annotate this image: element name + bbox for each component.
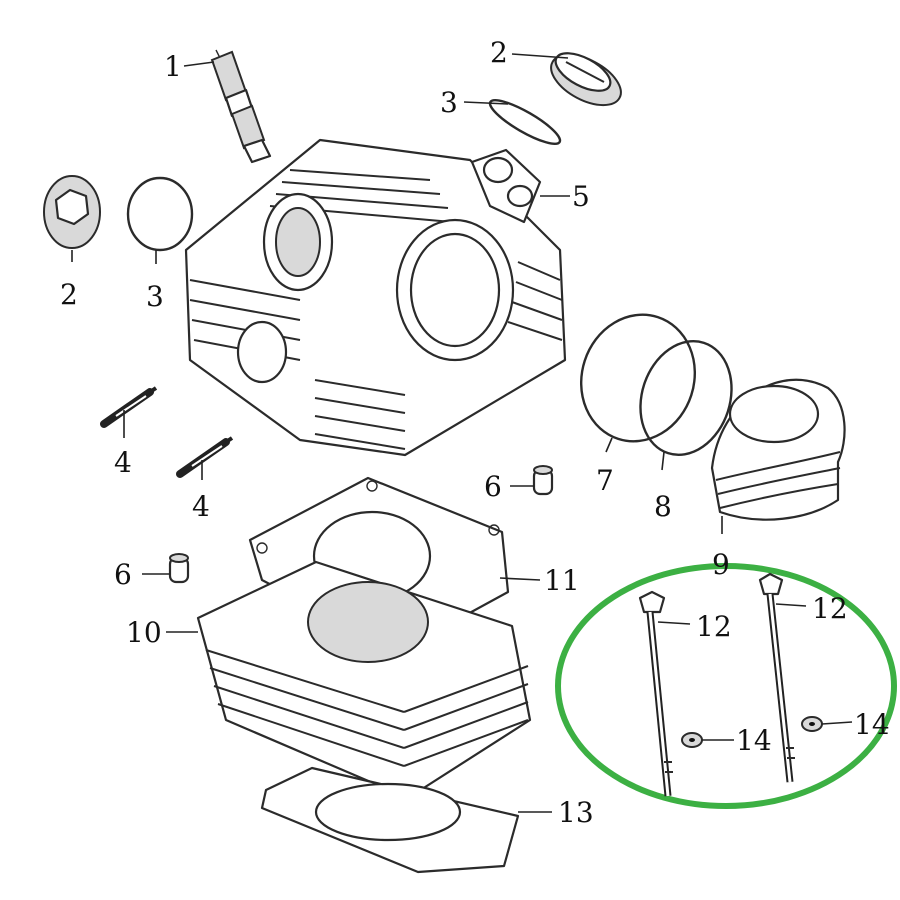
callout-side-cap: 2 xyxy=(60,278,78,311)
bolt-upper xyxy=(100,386,158,428)
callout-cylinder: 10 xyxy=(126,616,162,649)
dowel-right xyxy=(532,465,554,496)
callout-spark-plug: 1 xyxy=(164,50,182,83)
side-cap xyxy=(43,175,101,249)
washer-left xyxy=(681,732,703,748)
callout-washer-left: 14 xyxy=(736,724,772,757)
gasket-ring-8 xyxy=(639,339,733,457)
callout-gasket-ring-8: 8 xyxy=(654,490,672,523)
callout-bolt-lower: 4 xyxy=(192,490,210,523)
callout-gasket-ring-7: 7 xyxy=(596,464,614,497)
bolt-lower xyxy=(176,436,234,478)
callout-bolt-upper: 4 xyxy=(114,446,132,479)
top-ring xyxy=(488,99,562,145)
callout-head-gasket: 11 xyxy=(544,564,580,597)
stud-right xyxy=(758,572,795,783)
base-gasket xyxy=(260,766,520,874)
gasket-ring-7 xyxy=(579,313,697,443)
callout-washer-right: 14 xyxy=(854,708,890,741)
highlight-ellipse xyxy=(555,563,897,809)
cylinder-block xyxy=(196,560,532,800)
callout-rocker-bracket: 5 xyxy=(572,180,590,213)
callout-dowel-right: 6 xyxy=(484,470,502,503)
callout-top-ring: 3 xyxy=(440,86,458,119)
callout-side-ring: 3 xyxy=(146,280,164,313)
leader-lines xyxy=(71,53,853,813)
spark-plug xyxy=(210,49,272,164)
side-cover xyxy=(710,378,846,521)
callout-stud-right: 12 xyxy=(812,592,848,625)
callout-dowel-left: 6 xyxy=(114,558,132,591)
dowel-left xyxy=(168,553,190,584)
callout-top-cap: 2 xyxy=(490,36,508,69)
callout-side-cover: 9 xyxy=(712,548,730,581)
callout-base-gasket: 13 xyxy=(558,796,594,829)
washer-right xyxy=(801,716,823,732)
rocker-bracket xyxy=(470,148,542,224)
stud-left xyxy=(638,590,673,797)
callout-stud-left: 12 xyxy=(696,610,732,643)
side-ring xyxy=(126,176,194,252)
cylinder-head xyxy=(184,138,567,457)
top-cap xyxy=(550,52,622,107)
